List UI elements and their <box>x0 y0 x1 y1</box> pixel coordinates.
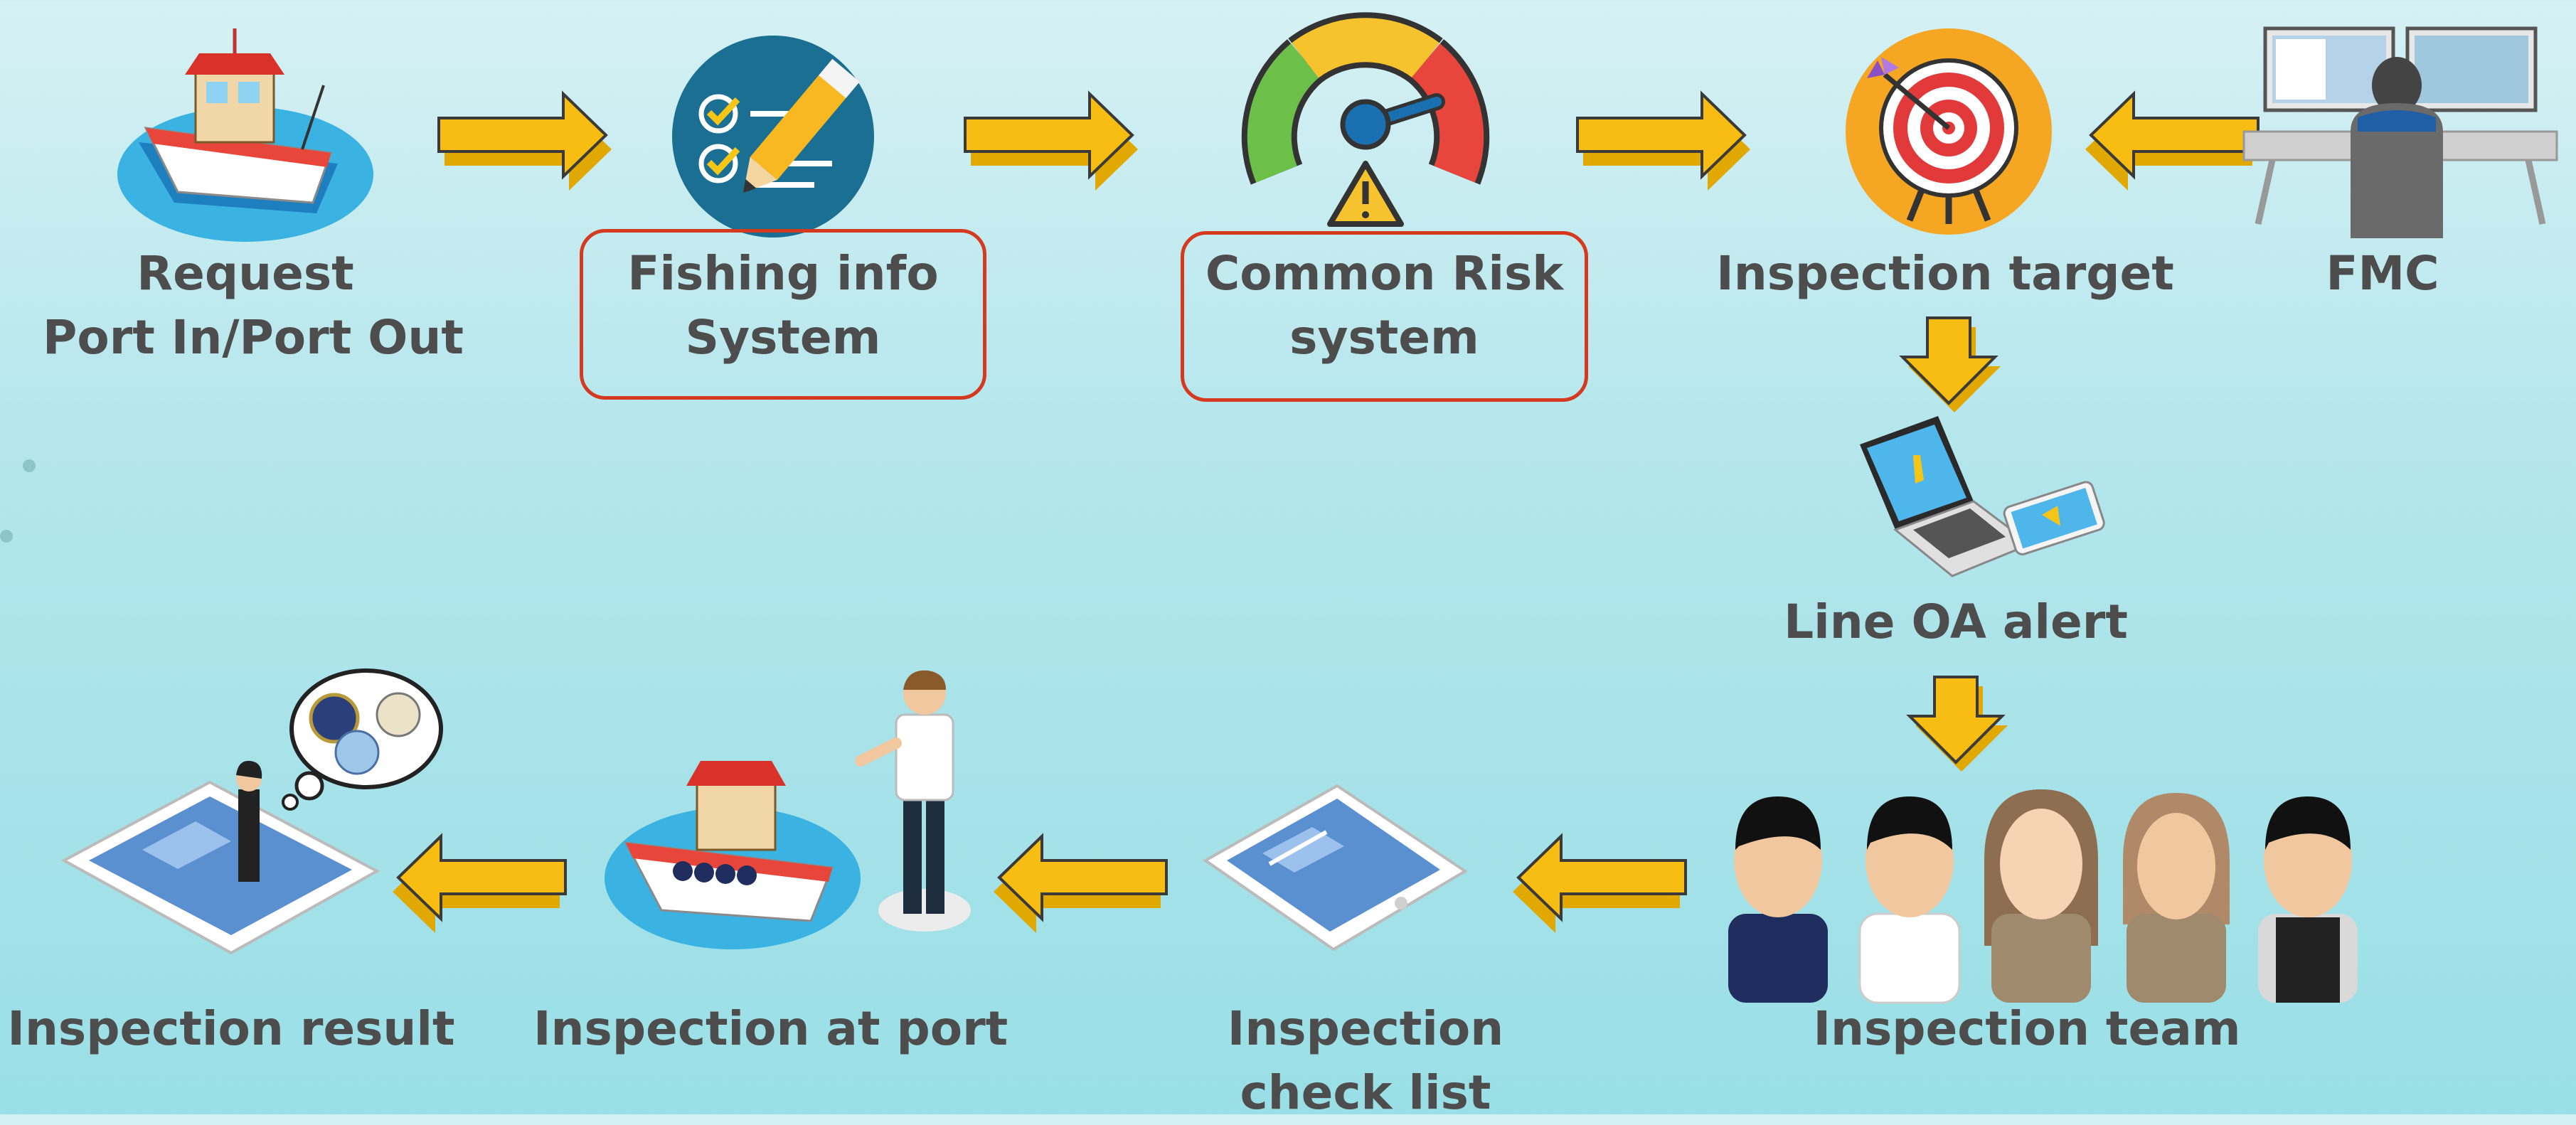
node-label-line2: system <box>1289 310 1479 365</box>
node-label-line2: Port In/Port Out <box>43 310 464 365</box>
node-label-inspection-target: Inspection target <box>1716 246 2174 301</box>
officer-vest-avatar <box>2258 796 2358 1003</box>
node-label-line2: check list <box>1240 1065 1491 1120</box>
highlight-box-fishing-info <box>580 229 986 400</box>
flow-arrow-down <box>1901 316 2002 414</box>
officer-khaki-female-avatar <box>1984 789 2098 1003</box>
team-officers-icon <box>1728 789 2358 1004</box>
node-label-at-port: Inspection at port <box>533 1001 1008 1056</box>
highlight-box-common-risk <box>1181 231 1588 402</box>
checklist-pen-icon <box>672 36 874 238</box>
laptop-phone-alert-icon <box>1860 416 2105 577</box>
node-label-line1: Inspection <box>1227 1001 1504 1056</box>
officer-white-avatar <box>1858 796 1961 1004</box>
node-label-line1: Request <box>137 246 354 301</box>
node-label-fmc: FMC <box>2326 246 2439 301</box>
node-label-check-list: Inspection check list <box>1152 997 1579 1125</box>
boat-inspector-icon <box>605 670 971 949</box>
flow-arrow-down <box>1908 676 2009 773</box>
node-label-inspection-team: Inspection team <box>1813 1001 2241 1056</box>
node-label-line1: Fishing info <box>627 246 939 301</box>
node-label-fishing-info: Fishing info System <box>583 242 983 370</box>
node-label-line2: System <box>685 310 881 365</box>
tablet-result-icon <box>60 668 443 955</box>
decorative-dot <box>23 459 36 472</box>
decorative-dot <box>0 530 13 543</box>
tablet-checklist-icon <box>1203 784 1468 951</box>
node-label-request: Request Port In/Port Out <box>43 242 464 370</box>
monitoring-desk-icon <box>2242 26 2558 238</box>
node-label-result: Inspection result <box>7 1001 455 1056</box>
flow-arrow-right <box>1576 92 1752 192</box>
officer-khaki-female-2-avatar <box>2123 793 2230 1003</box>
node-label-common-risk: Common Risk system <box>1184 242 1585 370</box>
target-dart-icon <box>1846 28 2052 235</box>
officer-navy-avatar <box>1728 796 1828 1003</box>
flow-arrow-left <box>1511 835 1687 934</box>
flow-arrow-left <box>992 835 1168 934</box>
flow-arrow-right <box>964 92 1139 192</box>
flow-arrow-right <box>437 92 613 192</box>
node-label-line-oa: Line OA alert <box>1784 595 2128 649</box>
node-label-line1: Common Risk <box>1205 246 1564 301</box>
risk-gauge-icon <box>1241 12 1490 227</box>
fishing-boat-icon <box>117 28 373 242</box>
